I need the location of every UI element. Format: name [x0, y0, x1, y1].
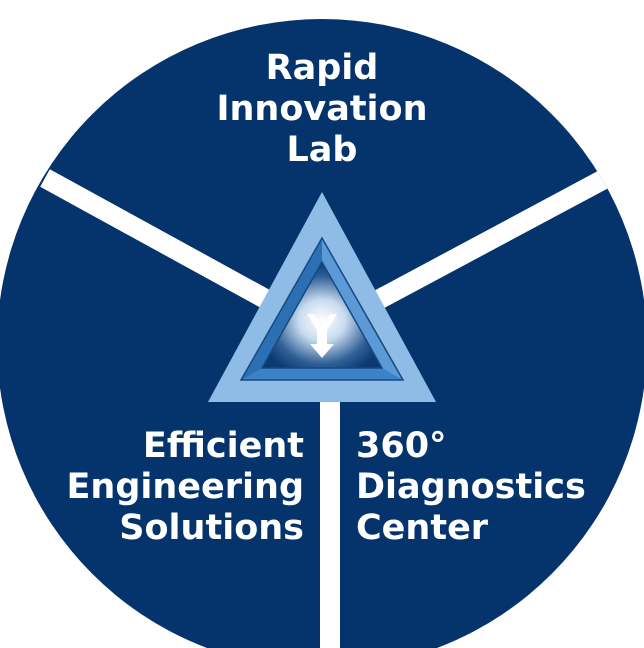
- segment-label-right: 360° Diagnostics Center: [356, 426, 586, 549]
- label-line: Innovation: [216, 89, 428, 129]
- label-line: Diagnostics: [356, 467, 586, 507]
- merge-arrow-icon: [307, 314, 337, 358]
- label-line: 360°: [356, 426, 447, 466]
- triangle-emblem-icon: [208, 192, 436, 402]
- segment-label-top: Rapid Innovation Lab: [192, 48, 452, 171]
- label-line: Efficient: [142, 426, 304, 466]
- label-line: Center: [356, 508, 489, 548]
- segment-label-left: Efficient Engineering Solutions: [67, 426, 305, 549]
- label-line: Solutions: [119, 508, 304, 548]
- label-line: Engineering: [66, 467, 305, 507]
- label-line: Lab: [286, 130, 358, 170]
- label-line: Rapid: [265, 48, 379, 88]
